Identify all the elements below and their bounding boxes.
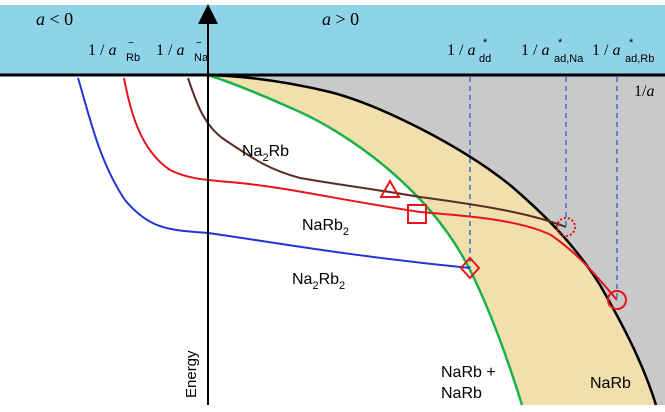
- svg-text:Rb: Rb: [126, 52, 140, 64]
- svg-text:*: *: [483, 37, 488, 49]
- threshold-label-ad-rb: 1 / a * ad,Rb: [592, 37, 654, 65]
- svg-text:−: −: [128, 38, 134, 49]
- threshold-label-rb: 1 / a − Rb: [88, 38, 140, 64]
- header-a-negative: a < 0: [36, 9, 73, 29]
- marker-circle: [607, 290, 627, 310]
- threshold-label-na: 1 / a − Na: [156, 38, 209, 64]
- svg-text:Na: Na: [194, 52, 209, 64]
- threshold-label-dd: 1 / a * dd: [447, 37, 491, 65]
- bound-gray-region: [208, 75, 665, 405]
- region-label-narb-narb-line1: NaRb +: [441, 364, 496, 381]
- label-narb2: NaRb2: [302, 217, 349, 238]
- svg-text:−: −: [196, 38, 202, 49]
- marker-diamond: [459, 256, 481, 280]
- marker-triangle: [379, 178, 401, 198]
- dimer-curve-green: [207, 73, 524, 406]
- svg-text:1 / a: 1 / a: [156, 42, 184, 59]
- svg-text:1 / a: 1 / a: [592, 42, 620, 59]
- svg-text:ad,Rb: ad,Rb: [625, 53, 654, 65]
- header-band: [0, 5, 665, 75]
- svg-text:ad,Na: ad,Na: [554, 53, 584, 65]
- curve-na2rb: [187, 77, 567, 228]
- curve-narb2: [123, 77, 618, 301]
- svg-text:1 / a: 1 / a: [88, 42, 116, 59]
- label-na2rb: Na2Rb: [242, 143, 289, 164]
- y-axis-label: Energy: [183, 350, 200, 398]
- header-a-positive: a > 0: [322, 9, 359, 29]
- region-label-narb: NaRb: [590, 375, 631, 392]
- svg-text:*: *: [629, 37, 634, 49]
- label-na2rb2: Na2Rb2: [292, 271, 345, 292]
- threshold-label-ad-na: 1 / a * ad,Na: [521, 37, 584, 65]
- marker-square: [407, 204, 427, 224]
- region-label-narb-narb-line2: NaRb: [441, 385, 482, 402]
- x-axis-label: 1/a: [634, 83, 654, 100]
- svg-text:1 / a: 1 / a: [521, 42, 549, 59]
- curve-na2rb2: [77, 77, 471, 269]
- tan-region: [208, 75, 656, 405]
- marker-dotted-circle: [556, 217, 576, 237]
- svg-text:1 / a: 1 / a: [447, 42, 475, 59]
- svg-text:dd: dd: [479, 53, 491, 65]
- threshold-curve-black: [207, 73, 658, 406]
- svg-text:*: *: [558, 37, 563, 49]
